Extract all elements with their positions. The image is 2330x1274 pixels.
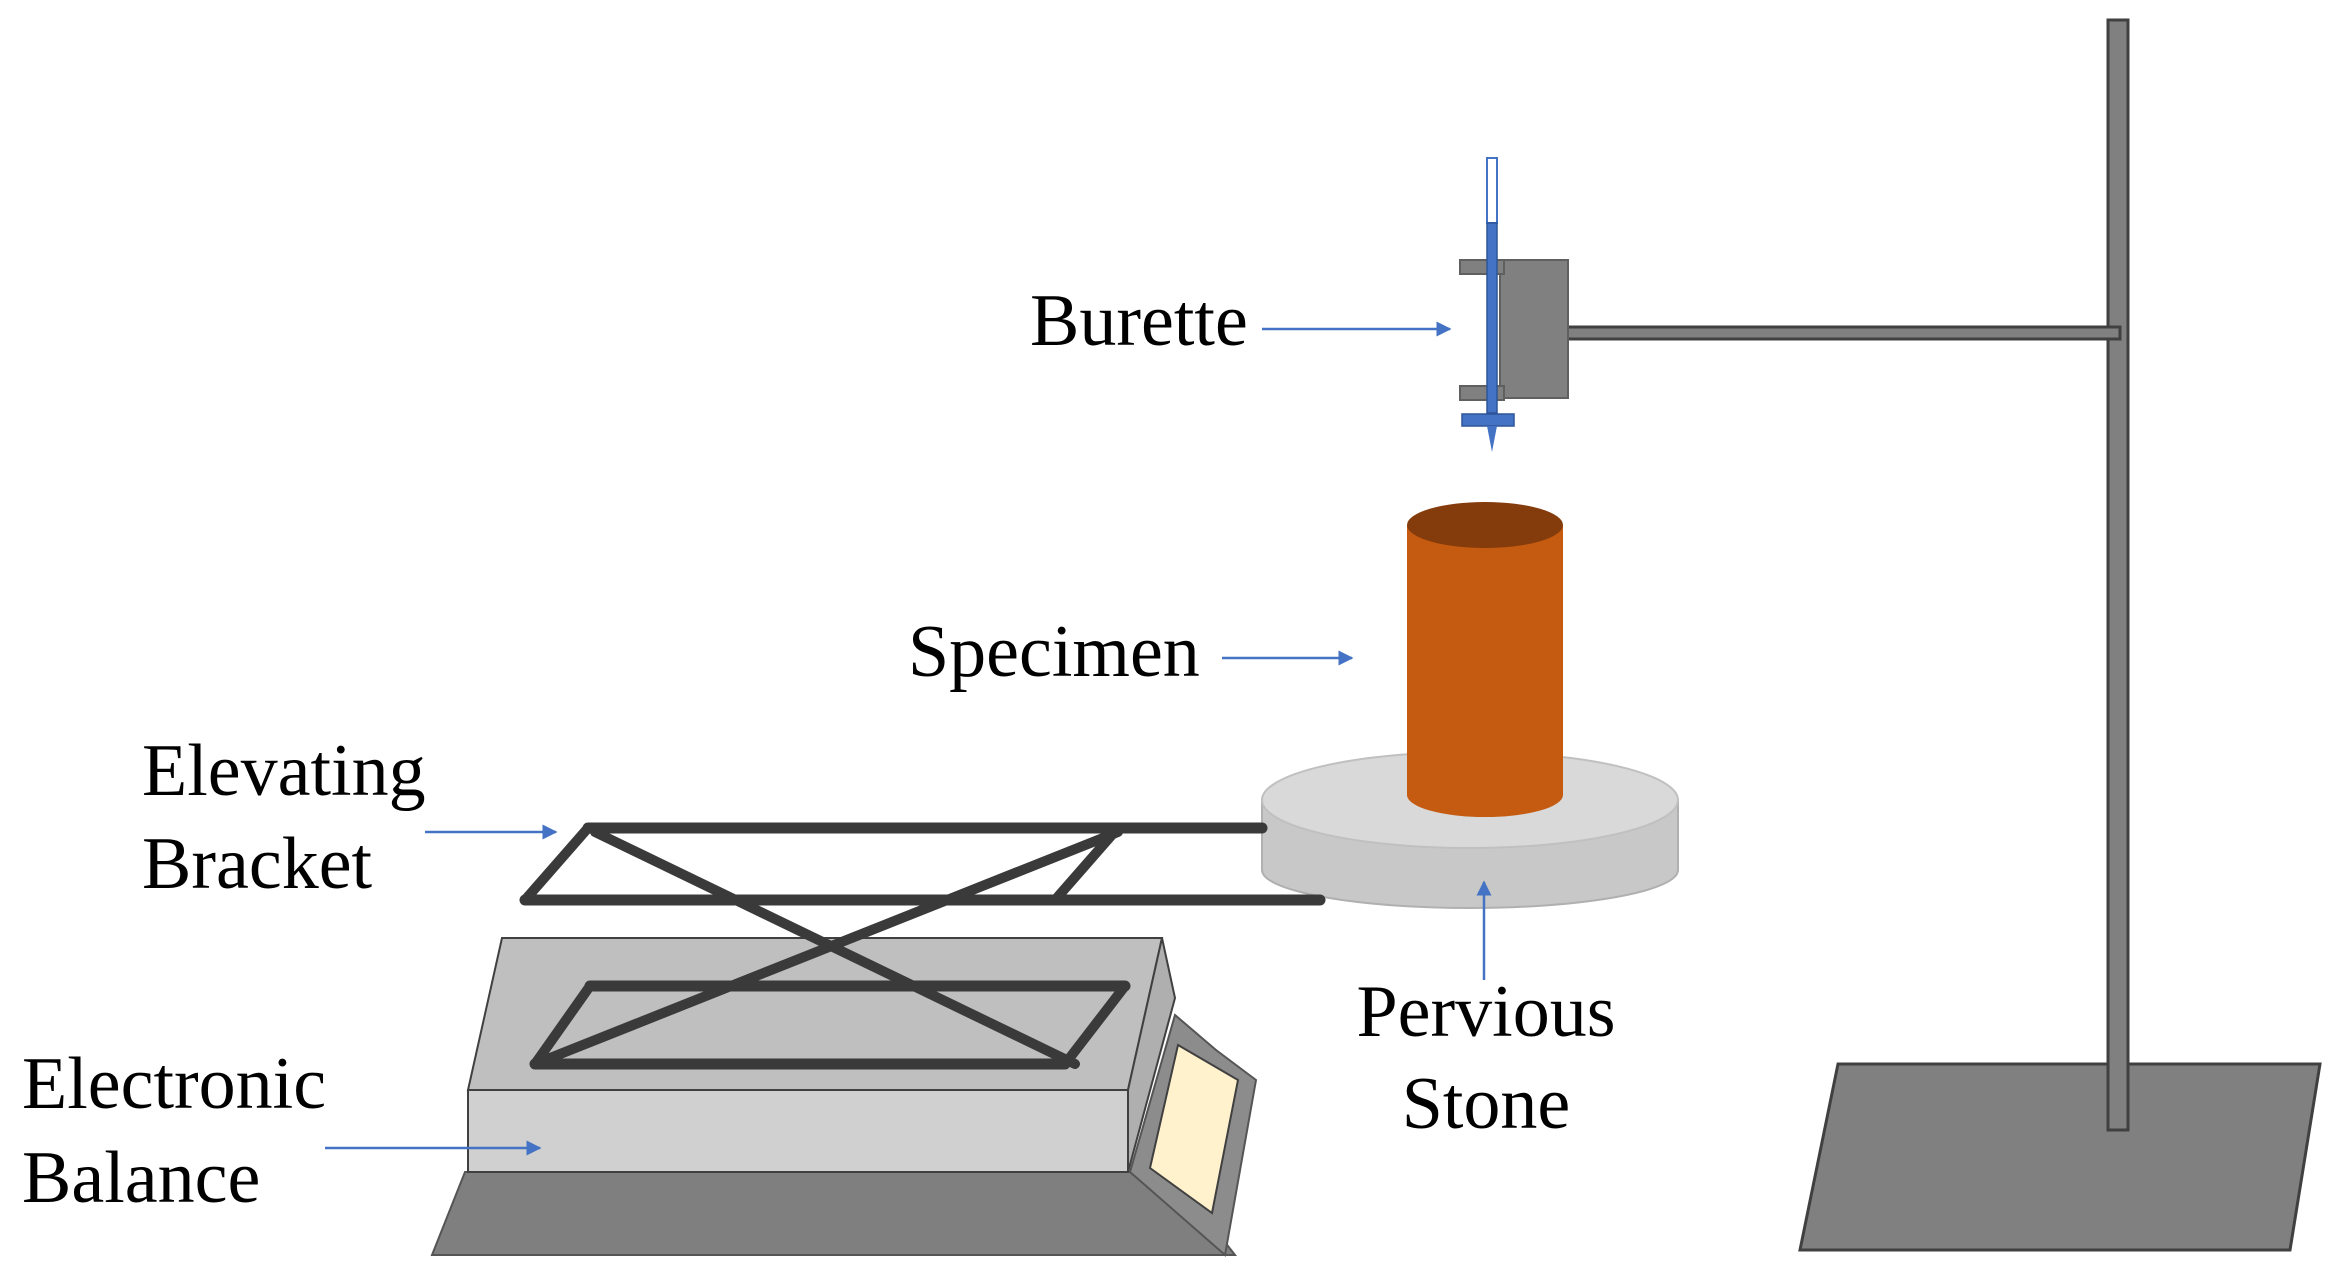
- balance-base: [430, 1171, 1238, 1256]
- burette-tip: [1487, 426, 1497, 452]
- burette-stopcock: [1461, 413, 1515, 427]
- display-screen: [1148, 1043, 1240, 1215]
- labels: Burette Specimen Elevating Bracket Elect…: [22, 280, 1616, 1219]
- balance-front: [467, 1089, 1129, 1173]
- scissor-lift-icon: [519, 822, 1326, 906]
- stand-base: [1798, 1062, 2322, 1252]
- burette-icon: [1461, 157, 1515, 452]
- elevating-bracket-label-line1: Elevating: [142, 730, 426, 812]
- specimen-top: [1407, 502, 1563, 548]
- burette-label: Burette: [1030, 280, 1248, 362]
- pointer-arrows: [325, 321, 1492, 1156]
- stand-arm: [1563, 325, 2122, 341]
- pervious-stone-label-line2: Stone: [1402, 1063, 1571, 1145]
- clamp-block: [1499, 259, 1569, 399]
- burette-tube-filled: [1486, 222, 1498, 414]
- clamp-icon: [1459, 259, 1569, 401]
- retort-stand-icon: [1563, 18, 2322, 1252]
- specimen-cylinder-icon: [1407, 502, 1563, 817]
- burette-tube-empty: [1486, 157, 1498, 224]
- electronic-balance-icon: [430, 937, 1258, 1257]
- specimen-body: [1407, 525, 1563, 817]
- stand-rod: [2106, 18, 2130, 1132]
- bracket-lower-right-link: [1060, 981, 1130, 1069]
- scissor-lift-lower-frame: [529, 827, 1131, 1070]
- bracket-lower-left-link: [530, 981, 595, 1069]
- bracket-top-left-link: [520, 823, 593, 905]
- electronic-balance-label-line1: Electronic: [22, 1043, 326, 1125]
- bracket-cross-bar-2: [530, 827, 1123, 1069]
- pervious-stone-label-line1: Pervious: [1357, 971, 1616, 1053]
- specimen-label: Specimen: [908, 611, 1200, 693]
- elevating-bracket-label-line2: Bracket: [142, 823, 373, 905]
- electronic-balance-label-line2: Balance: [22, 1137, 260, 1219]
